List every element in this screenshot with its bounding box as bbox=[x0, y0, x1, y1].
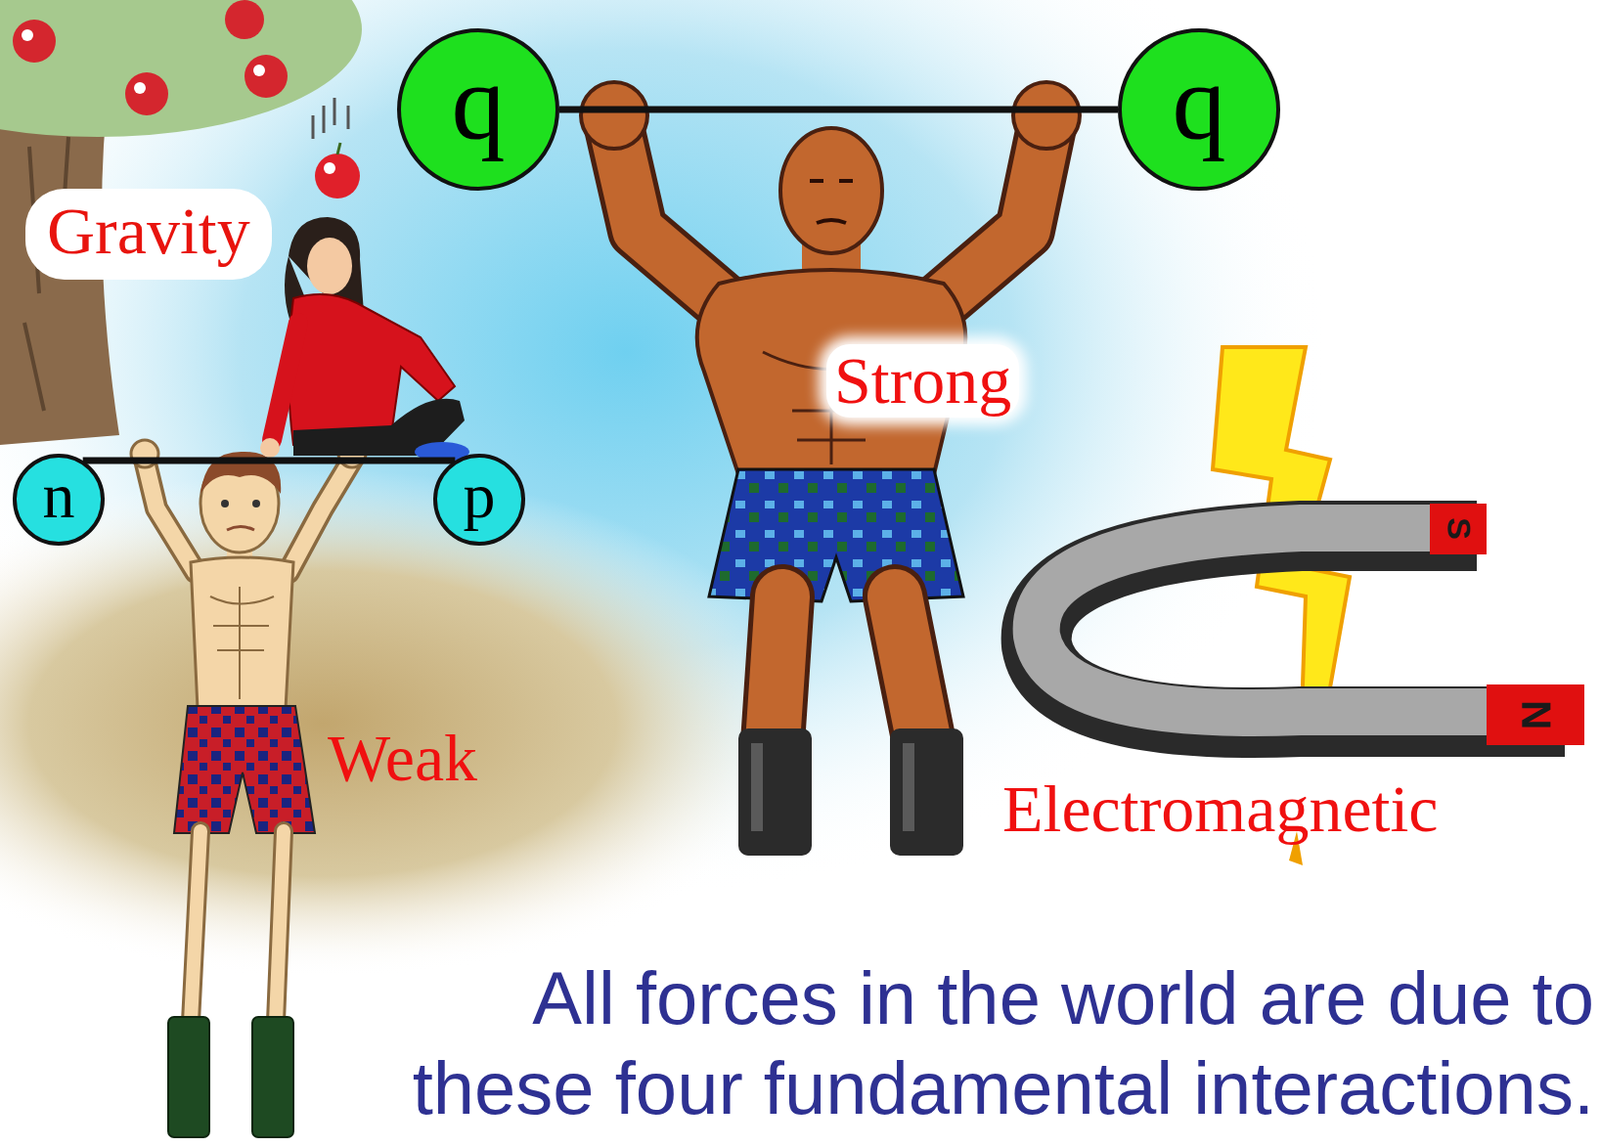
particle-symbol: p bbox=[463, 460, 496, 533]
strong-man bbox=[580, 82, 1080, 856]
magnet-pole: N bbox=[1512, 700, 1558, 730]
weak-man bbox=[252, 499, 261, 508]
particle-symbol: n bbox=[43, 460, 76, 533]
horseshoe-magnet bbox=[1429, 503, 1487, 555]
falling-apple bbox=[312, 97, 360, 199]
apple-tree bbox=[133, 82, 146, 94]
strong-man bbox=[809, 180, 853, 223]
ground bbox=[0, 469, 812, 978]
weak-man bbox=[174, 706, 315, 834]
ground bbox=[0, 469, 812, 978]
nucleon-ball: p bbox=[433, 453, 526, 546]
weak-man bbox=[210, 586, 274, 700]
weak-man bbox=[190, 831, 201, 1023]
apple-tree bbox=[125, 72, 169, 116]
horseshoe-magnet bbox=[1036, 503, 1585, 746]
strong-man bbox=[772, 596, 783, 744]
strong-man bbox=[614, 127, 724, 304]
strong-man bbox=[580, 82, 648, 149]
force-name: Strong bbox=[826, 344, 1020, 418]
caption: All forces in the world are due to these… bbox=[347, 953, 1595, 1134]
weak-man bbox=[288, 459, 353, 573]
quark-ball: q bbox=[397, 28, 560, 191]
weak-man bbox=[190, 831, 201, 1023]
nucleon-ball: n bbox=[12, 453, 105, 546]
weak-man bbox=[144, 459, 196, 573]
force-name: Gravity bbox=[46, 194, 251, 268]
strong-man bbox=[938, 127, 1047, 304]
force-title-box: Gravity bbox=[25, 188, 272, 280]
weak-man bbox=[168, 1017, 210, 1138]
apple-tree bbox=[224, 0, 265, 40]
strong-man bbox=[738, 728, 812, 856]
sitting-girl bbox=[307, 237, 353, 295]
weak-man bbox=[144, 459, 196, 573]
weak-man bbox=[190, 557, 294, 710]
sitting-girl bbox=[271, 322, 299, 441]
weak-man bbox=[252, 1017, 294, 1138]
magnet-pole: S bbox=[1439, 518, 1476, 541]
strong-man bbox=[772, 596, 783, 744]
strong-man bbox=[1013, 82, 1080, 149]
strong-man bbox=[709, 469, 964, 602]
strong-man bbox=[780, 128, 883, 254]
force-name: Electromagnetic bbox=[1002, 772, 1439, 846]
barbell-bar bbox=[83, 457, 456, 465]
weak-man bbox=[275, 831, 284, 1023]
strong-man bbox=[938, 127, 1047, 304]
force-name: Weak bbox=[327, 721, 478, 796]
weak-man bbox=[226, 527, 255, 532]
falling-apple bbox=[337, 142, 341, 155]
particle-symbol: q bbox=[1172, 44, 1227, 163]
horseshoe-magnet bbox=[1036, 528, 1565, 713]
strong-man bbox=[889, 728, 964, 856]
particle-symbol: q bbox=[451, 44, 506, 163]
strong-man bbox=[751, 743, 763, 832]
apple-tree bbox=[21, 29, 34, 42]
sitting-girl bbox=[260, 217, 470, 462]
strong-man bbox=[894, 596, 925, 744]
weak-man bbox=[288, 459, 353, 573]
weak-man bbox=[221, 499, 229, 508]
strong-man bbox=[902, 743, 915, 832]
falling-apple bbox=[314, 153, 360, 199]
apple-tree bbox=[12, 19, 56, 63]
strong-man bbox=[614, 127, 724, 304]
apple-tree bbox=[253, 64, 266, 77]
apple-tree bbox=[0, 0, 362, 137]
strong-man bbox=[894, 596, 925, 744]
sitting-girl bbox=[260, 438, 280, 458]
falling-apple bbox=[312, 97, 349, 139]
barbell-bar bbox=[559, 106, 1118, 114]
quark-ball: q bbox=[1117, 28, 1281, 191]
weak-man bbox=[275, 831, 284, 1023]
falling-apple bbox=[323, 162, 336, 175]
apple-tree bbox=[244, 54, 288, 98]
horseshoe-magnet bbox=[1486, 684, 1585, 746]
